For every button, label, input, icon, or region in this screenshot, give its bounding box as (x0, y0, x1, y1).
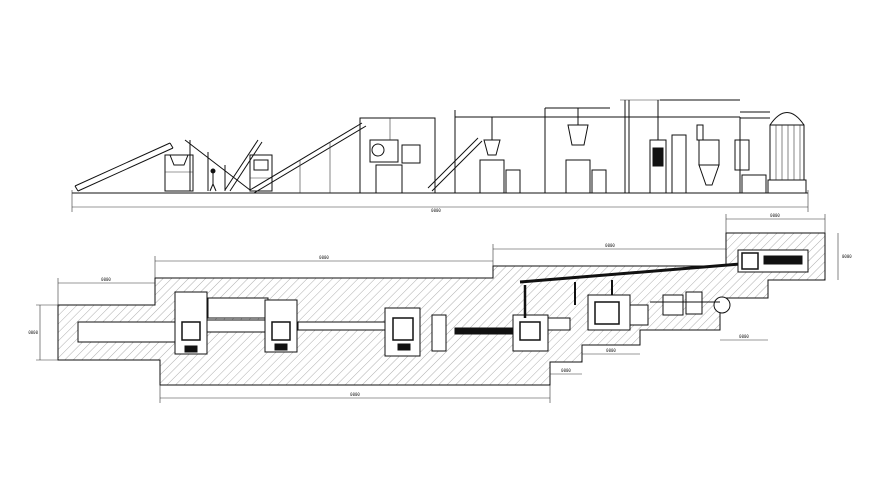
small-cyclone (696, 124, 720, 186)
plan-dim-top-right: 0000 (725, 213, 826, 233)
elevation-overall-dimension-label: 0000 (431, 208, 441, 213)
frame-structure-1 (184, 139, 251, 191)
plan-mill-unit-2 (587, 294, 649, 331)
svg-text:0000: 0000 (842, 254, 852, 259)
plan-conveyor-4 (454, 327, 518, 335)
plan-dim-right-height: 0000 (837, 233, 852, 280)
elevation-overall-dimension: 0000 (71, 190, 809, 213)
feed-hopper-1 (164, 154, 194, 192)
svg-text:0000: 0000 (350, 392, 360, 397)
plan-mill-unit-1 (512, 314, 571, 352)
plan-dim-bottom-step-3: 0000 (720, 334, 768, 341)
plan-dim-left-span: 0000 (57, 277, 155, 305)
inclined-conveyor-1 (74, 142, 174, 192)
svg-text:0000: 0000 (101, 277, 111, 282)
plan-floor-outline (57, 232, 826, 386)
svg-text:0000: 0000 (605, 243, 615, 248)
inclined-conveyor-4 (427, 137, 483, 192)
svg-text:0000: 0000 (319, 255, 329, 260)
plan-dim-bottom-step-1: 0000 (550, 368, 582, 375)
dimension-column (620, 99, 660, 193)
inclined-conveyor-3 (249, 122, 367, 194)
plan-machine-2 (207, 297, 298, 353)
plan-crusher-unit (384, 307, 447, 357)
plan-hopper-unit-1 (174, 291, 208, 355)
plan-conveyor-3 (297, 321, 391, 331)
mill-unit-1 (479, 117, 521, 194)
crusher-house (359, 117, 436, 194)
plan-inclined-conveyor-1 (77, 321, 189, 343)
plan-silo-unit (737, 249, 809, 273)
mill-unit-2 (544, 107, 610, 194)
elevation-view: 0000 (71, 99, 809, 213)
plan-dryer-group (650, 291, 731, 316)
svg-text:0000: 0000 (739, 334, 749, 339)
inclined-conveyor-2 (224, 139, 263, 192)
plan-view: 0000 0000 0000 0000 0000 0000 (28, 213, 852, 403)
plan-dim-bottom-main: 0000 (159, 385, 551, 403)
svg-text:0000: 0000 (561, 368, 571, 373)
svg-text:0000: 0000 (770, 213, 780, 218)
svg-text:0000: 0000 (606, 348, 616, 353)
machine-1 (249, 154, 273, 192)
feeder-unit (734, 139, 767, 194)
plan-dim-bottom-step-2: 0000 (582, 348, 640, 355)
plant-building (454, 110, 741, 193)
dryer-tower (649, 99, 740, 194)
operator-figure-1 (209, 168, 217, 192)
plan-dim-top-left: 0000 (154, 255, 493, 278)
plan-main-duct (519, 260, 766, 318)
storage-silo (740, 111, 807, 194)
plan-dim-top-middle: 0000 (492, 243, 726, 266)
svg-text:0000: 0000 (28, 330, 38, 335)
plan-dim-left-height: 0000 (28, 304, 58, 361)
